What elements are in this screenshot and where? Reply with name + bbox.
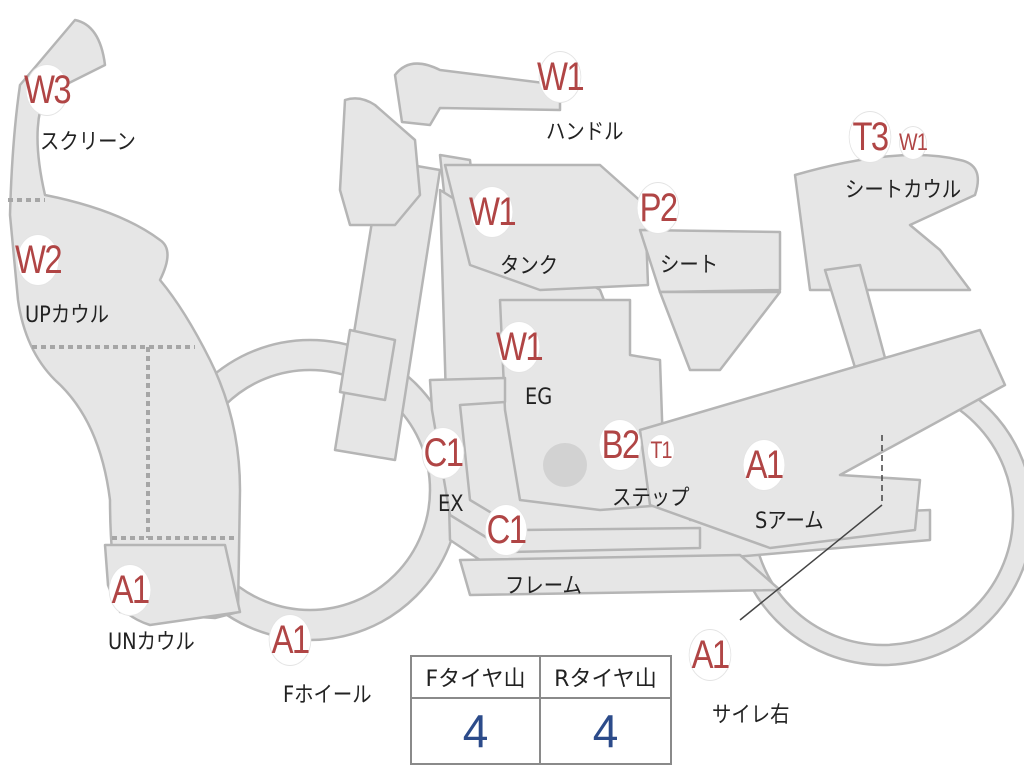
code-badge: C1: [485, 505, 527, 555]
part-label-eg: EG: [525, 385, 553, 410]
part-label-screen: スクリーン: [40, 130, 136, 155]
code-badge: A1: [743, 440, 785, 490]
code-badge: W1: [496, 322, 544, 372]
part-label-tank: タンク: [500, 254, 559, 279]
code-badge: A1: [269, 615, 311, 665]
table-value-front-tire: 4: [412, 699, 541, 763]
part-label-silencer: サイレ右: [712, 703, 790, 728]
code-badge: T3: [849, 112, 891, 162]
code-badge: W3: [24, 65, 72, 115]
handlebar: [393, 62, 562, 127]
part-label-ex: EX: [438, 492, 464, 517]
code-badge: P2: [637, 183, 679, 233]
code-badge: W2: [15, 235, 63, 285]
seat-cowl: [793, 153, 980, 292]
part-label-fwheel: Fホイール: [283, 683, 372, 708]
part-label-upcowl: UPカウル: [25, 303, 109, 328]
part-label-seatcowl: シートカウル: [845, 178, 962, 203]
code-badge-secondary: T1: [647, 435, 675, 467]
exhaust: [428, 376, 702, 554]
seat: [638, 228, 782, 294]
table-header-rear-tire: Rタイヤ山: [541, 657, 670, 699]
code-badge: B2: [599, 420, 641, 470]
front-cowl: [8, 18, 242, 620]
code-badge: W1: [537, 52, 585, 102]
code-badge: W1: [469, 187, 517, 237]
part-label-step: ステップ: [612, 486, 690, 511]
tire-tread-table: Fタイヤ山 Rタイヤ山 4 4: [410, 655, 672, 765]
swing-arm: [638, 328, 1007, 550]
table-header-front-tire: Fタイヤ山: [412, 657, 541, 699]
part-label-handle: ハンドル: [546, 120, 624, 145]
code-badge: C1: [422, 428, 464, 478]
table-value-rear-tire: 4: [592, 705, 619, 757]
part-label-uncowl: UNカウル: [108, 630, 195, 655]
code-badge: A1: [689, 630, 731, 680]
part-label-sarm: Sアーム: [755, 509, 824, 534]
part-label-seat: シート: [660, 253, 719, 278]
code-badge-secondary: W1: [899, 127, 928, 159]
part-label-frame: フレーム: [505, 574, 582, 599]
code-badge: A1: [109, 565, 151, 615]
